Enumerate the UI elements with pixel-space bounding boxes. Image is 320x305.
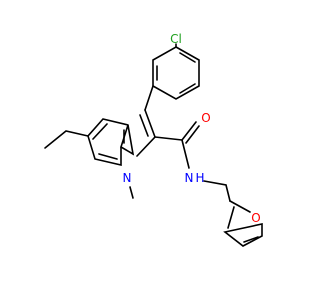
bond-c2-carbonyl	[154, 136, 183, 141]
bond-lines	[44, 43, 263, 247]
furan-ring	[223, 200, 263, 247]
indole-benzene-ring	[87, 118, 129, 167]
bond-phenyl-indole	[144, 85, 154, 111]
chlorine-label: Cl	[170, 32, 182, 46]
amide-nitrogen-label: N	[185, 171, 194, 185]
background	[0, 0, 300, 300]
chlorophenyl-double-bonds	[156, 52, 196, 94]
ethyl-chain	[44, 130, 89, 149]
n-methyl	[129, 186, 134, 199]
furan-oxygen-label: O	[251, 211, 260, 225]
indole-benzene-double-bonds	[92, 123, 125, 160]
chlorophenyl-ring	[152, 46, 200, 100]
indole-c2c3-double-bond	[139, 114, 149, 137]
molecule-structure: Cl O N H N O	[0, 0, 300, 300]
structure-canvas: Cl O N H N O	[0, 0, 300, 300]
amide-oxygen-label: O	[201, 111, 210, 125]
furan-double-bonds	[227, 206, 259, 243]
indole-nitrogen-label: N	[123, 171, 132, 185]
methylene-chain	[203, 180, 231, 202]
amide-hydrogen-label: H	[195, 171, 204, 185]
carbonyl-double-bond	[181, 121, 200, 144]
bond-carbonyl-n	[181, 139, 190, 169]
